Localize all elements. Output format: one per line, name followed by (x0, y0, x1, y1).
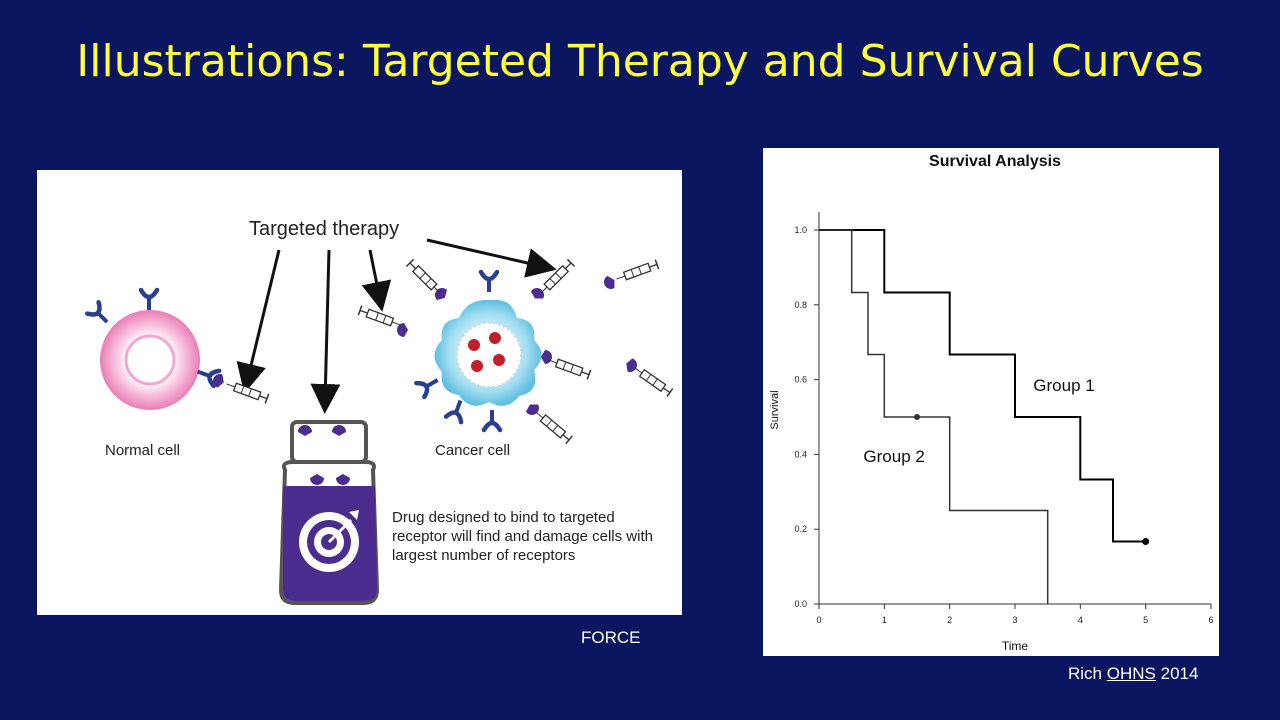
chart-axes: 0 1 2 3 4 5 6 0.0 0.2 0.4 0.6 0.8 1.0 (794, 212, 1214, 625)
chart-credit-org: OHNS (1106, 664, 1156, 683)
chart-series: Group 1 Group 2 (819, 229, 1150, 604)
y-tick-label: 1.0 (794, 225, 807, 235)
x-tick-label: 1 (882, 615, 887, 625)
targeted-therapy-illustration: Targeted therapy Normal cell Cancer cell… (37, 170, 682, 615)
normal-cell (87, 290, 270, 410)
therapy-arrows (236, 238, 557, 414)
y-tick-label: 0.0 (794, 599, 807, 609)
illustration-drawing (37, 238, 674, 605)
chart-x-axis-label: Time (1002, 639, 1029, 653)
x-tick-label: 3 (1012, 615, 1017, 625)
cancer-cell (357, 258, 592, 445)
y-tick-label: 0.2 (794, 524, 807, 534)
drug-description: Drug designed to bind to targeted recept… (392, 509, 653, 564)
normal-cell-label: Normal cell (105, 442, 181, 459)
censor-mark (914, 414, 920, 420)
censor-mark (1142, 538, 1150, 546)
chart-credit: Rich OHNS 2014 (1068, 664, 1198, 684)
x-tick-label: 5 (1143, 615, 1148, 625)
y-tick-label: 0.4 (794, 449, 807, 459)
series-label-1: Group 1 (1033, 376, 1094, 395)
x-tick-label: 4 (1078, 615, 1083, 625)
series-line-1 (819, 229, 1146, 543)
illustration-credit: FORCE (581, 628, 641, 647)
slide-title: Illustrations: Targeted Therapy and Surv… (76, 36, 1204, 87)
drug-vial (278, 420, 380, 605)
chart-title: Survival Analysis (929, 153, 1061, 170)
x-tick-label: 2 (947, 615, 952, 625)
y-tick-label: 0.6 (794, 375, 807, 385)
illustration-heading: Targeted therapy (249, 218, 400, 240)
chart-credit-prefix: Rich (1068, 664, 1103, 683)
chart-credit-year: 2014 (1160, 664, 1199, 683)
y-tick-label: 0.8 (794, 300, 807, 310)
x-tick-label: 0 (816, 615, 821, 625)
series-line-2 (819, 229, 1049, 604)
series-label-2: Group 2 (863, 447, 924, 466)
chart-y-axis-label: Survival (769, 390, 781, 429)
cancer-cell-label: Cancer cell (435, 442, 511, 459)
free-drugs (601, 258, 674, 398)
x-tick-label: 6 (1208, 615, 1213, 625)
